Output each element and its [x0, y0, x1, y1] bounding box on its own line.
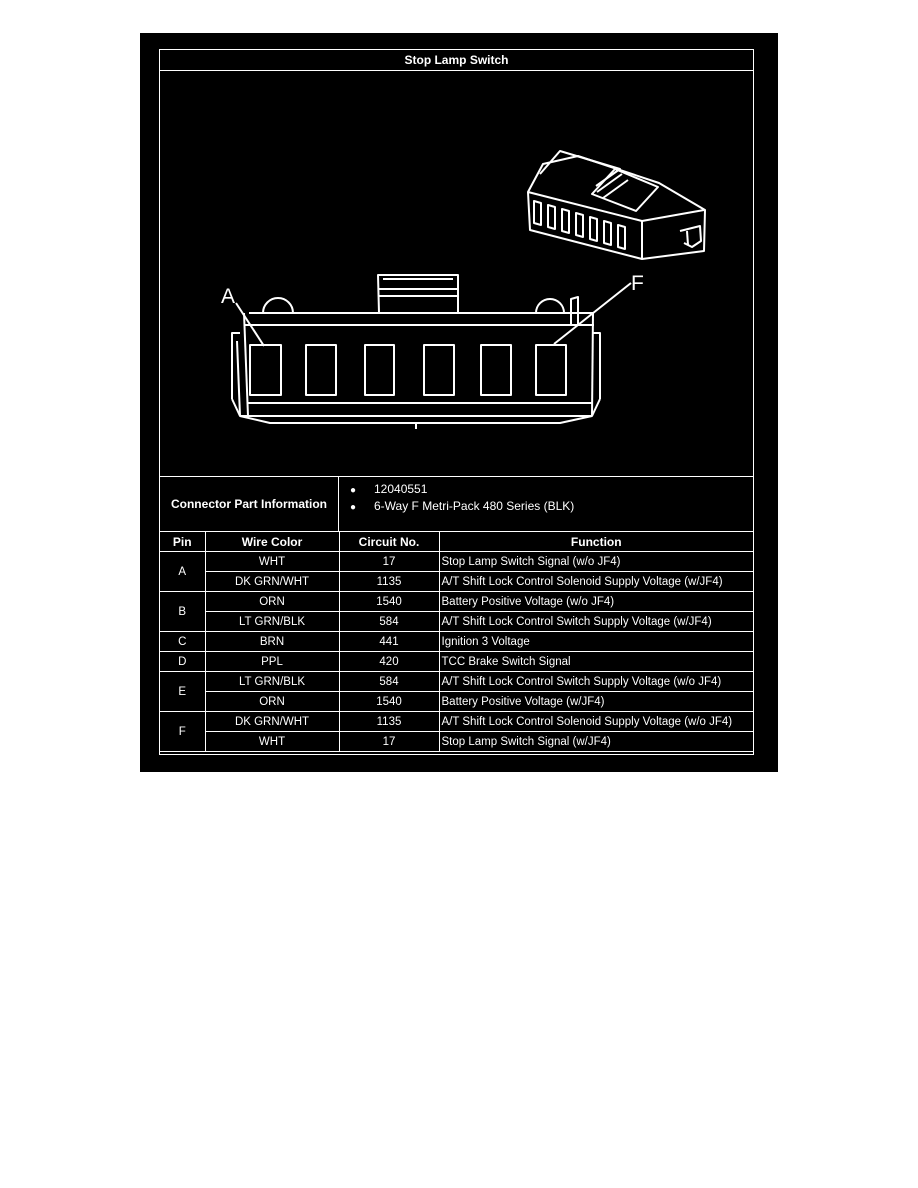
header-function: Function [438, 532, 753, 552]
bullet-icon: ● [350, 485, 357, 496]
function-cell: A/T Shift Lock Control Switch Supply Vol… [438, 611, 753, 632]
table-row: LT GRN/BLK 584 A/T Shift Lock Control Sw… [160, 611, 753, 632]
pin-cell: B [160, 591, 206, 632]
function-cell: A/T Shift Lock Control Solenoid Supply V… [438, 711, 753, 732]
callout-f-label: F [631, 272, 644, 295]
table-header-row: Pin Wire Color Circuit No. Function [160, 532, 753, 552]
wire-color-cell: ORN [204, 691, 340, 712]
circuit-cell: 584 [338, 611, 440, 632]
function-cell: Stop Lamp Switch Signal (w/o JF4) [438, 551, 753, 572]
pin-table: Pin Wire Color Circuit No. Function A WH… [160, 532, 753, 752]
circuit-cell: 17 [338, 551, 440, 572]
pin-cell: E [160, 671, 206, 712]
header-pin: Pin [160, 532, 206, 552]
table-row: B ORN 1540 Battery Positive Voltage (w/o… [160, 591, 753, 632]
part-number: 12040551 [374, 482, 428, 496]
pin-cell: D [160, 651, 206, 672]
circuit-cell: 17 [338, 731, 440, 752]
circuit-cell: 1540 [338, 591, 440, 612]
diagram-title: Stop Lamp Switch [160, 50, 753, 71]
circuit-cell: 1135 [338, 711, 440, 732]
table-row: ORN 1540 Battery Positive Voltage (w/JF4… [160, 691, 753, 712]
wire-color-cell: WHT [204, 731, 340, 752]
pin-cell: F [160, 711, 206, 752]
table-row: E LT GRN/BLK 584 A/T Shift Lock Control … [160, 671, 753, 712]
table-row: D PPL 420 TCC Brake Switch Signal [160, 651, 753, 672]
wire-color-cell: BRN [204, 631, 340, 652]
circuit-cell: 420 [338, 651, 440, 672]
circuit-cell: 1540 [338, 691, 440, 712]
connector-front-view [231, 274, 632, 429]
connector-info-item: ● 12040551 [350, 481, 574, 498]
diagram-sheet: Stop Lamp Switch [140, 33, 778, 772]
function-cell: A/T Shift Lock Control Switch Supply Vol… [438, 671, 753, 692]
diagram-frame: Stop Lamp Switch [159, 49, 754, 755]
wire-color-cell: PPL [204, 651, 340, 672]
function-cell: A/T Shift Lock Control Solenoid Supply V… [438, 571, 753, 592]
connector-info-list: ● 12040551 ● 6-Way F Metri-Pack 480 Series… [350, 481, 574, 515]
function-cell: Battery Positive Voltage (w/JF4) [438, 691, 753, 712]
function-cell: Stop Lamp Switch Signal (w/JF4) [438, 731, 753, 752]
wire-color-cell: DK GRN/WHT [204, 711, 340, 732]
function-cell: TCC Brake Switch Signal [438, 651, 753, 672]
connector-iso-view [527, 150, 706, 260]
table-row: F DK GRN/WHT 1135 A/T Shift Lock Control… [160, 711, 753, 752]
header-wire-color: Wire Color [204, 532, 340, 552]
connector-illustration: A F [160, 71, 753, 476]
circuit-cell: 1135 [338, 571, 440, 592]
bullet-icon: ● [350, 502, 357, 513]
wire-color-cell: WHT [204, 551, 340, 572]
connector-part-information: Connector Part Information ● 12040551 ● 6-… [160, 476, 753, 532]
pin-cell: A [160, 551, 206, 592]
wire-color-cell: DK GRN/WHT [204, 571, 340, 592]
function-cell: Ignition 3 Voltage [438, 631, 753, 652]
connector-info-item: ● 6-Way F Metri-Pack 480 Series (BLK) [350, 498, 574, 515]
table-row: DK GRN/WHT 1135 A/T Shift Lock Control S… [160, 571, 753, 592]
table-row: C BRN 441 Ignition 3 Voltage [160, 631, 753, 652]
table-row: A WHT 17 Stop Lamp Switch Signal (w/o JF… [160, 551, 753, 592]
wire-color-cell: LT GRN/BLK [204, 671, 340, 692]
connector-description: 6-Way F Metri-Pack 480 Series (BLK) [374, 499, 575, 513]
circuit-cell: 441 [338, 631, 440, 652]
callout-a-label: A [221, 285, 235, 308]
header-circuit-no: Circuit No. [338, 532, 440, 552]
circuit-cell: 584 [338, 671, 440, 692]
function-cell: Battery Positive Voltage (w/o JF4) [438, 591, 753, 612]
wire-color-cell: LT GRN/BLK [204, 611, 340, 632]
wire-color-cell: ORN [204, 591, 340, 612]
connector-info-label: Connector Part Information [160, 477, 339, 531]
table-row: WHT 17 Stop Lamp Switch Signal (w/JF4) [160, 731, 753, 752]
pin-cell: C [160, 631, 206, 652]
